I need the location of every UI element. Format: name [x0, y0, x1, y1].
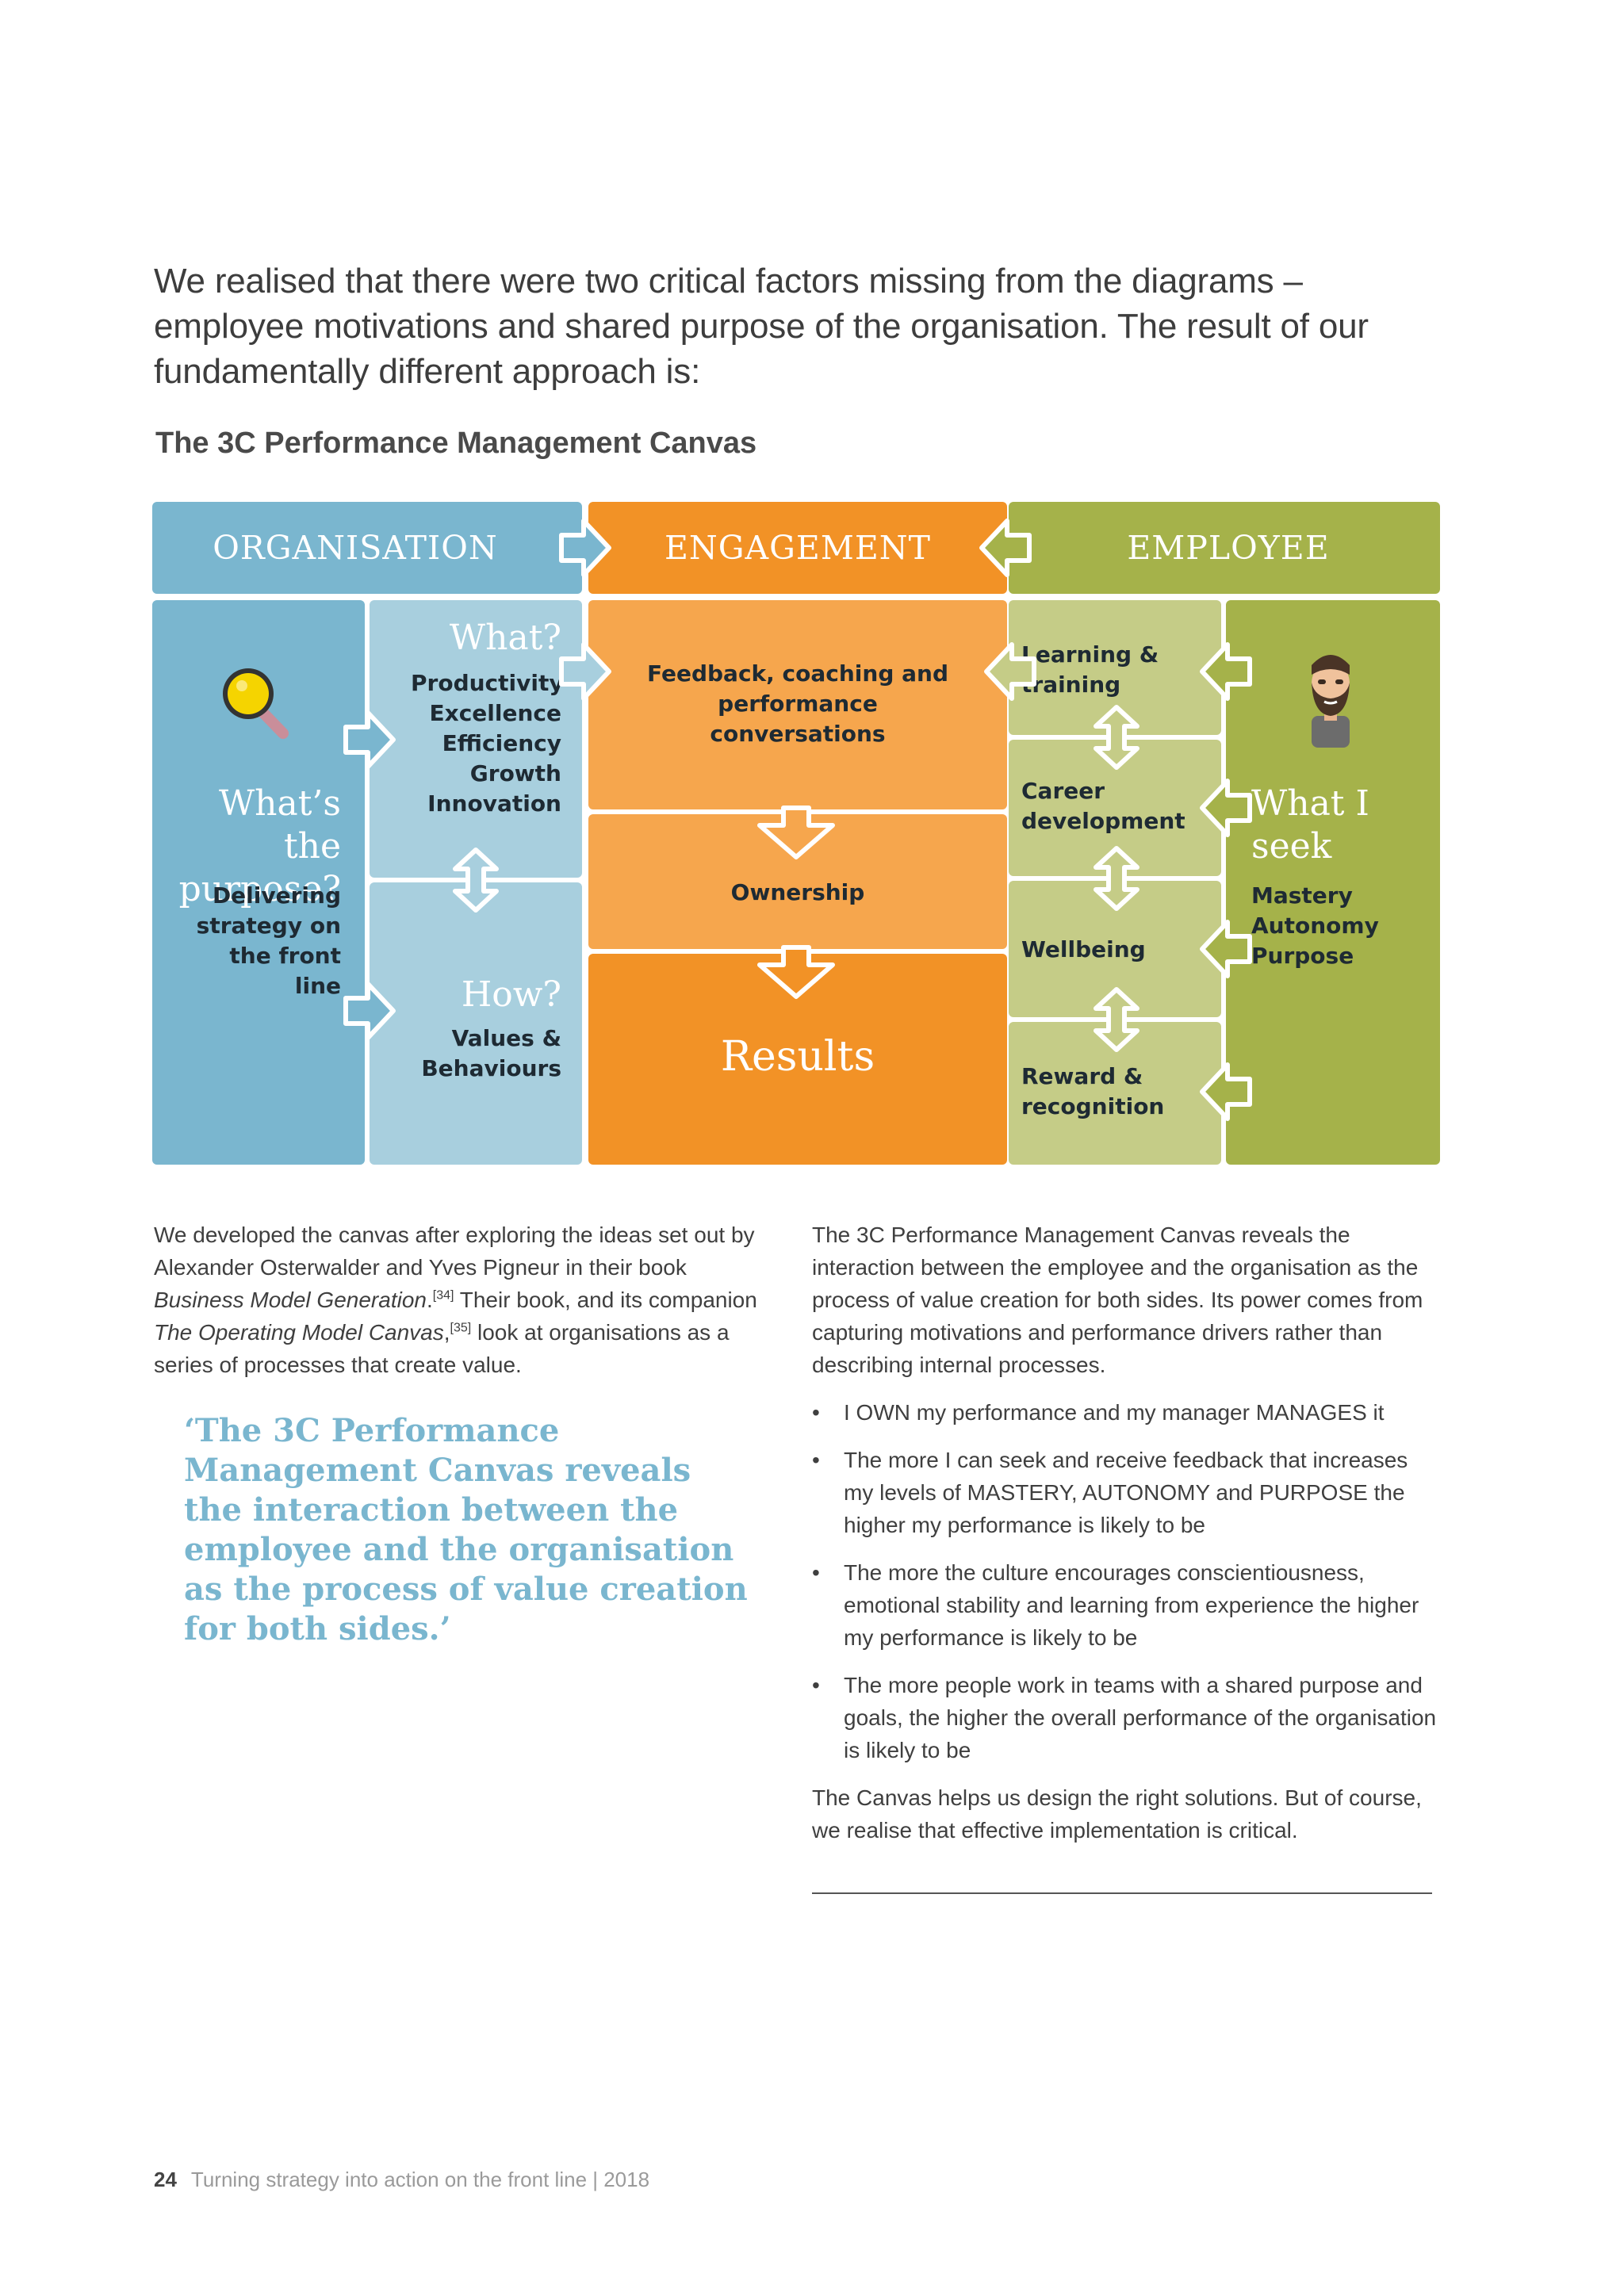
arrow-overlay [152, 502, 1440, 1165]
bullet-item: The more people work in teams with a sha… [812, 1669, 1438, 1766]
bullet-item: The more the culture encourages conscien… [812, 1556, 1438, 1654]
page-footer: 24 Turning strategy into action on the fr… [154, 2168, 649, 2192]
book-title-operating-model-canvas: The Operating Model Canvas [154, 1320, 444, 1345]
reference-35[interactable]: [35] [450, 1322, 472, 1335]
right-paragraph-1: The 3C Performance Management Canvas rev… [812, 1219, 1438, 1381]
down-arrow-icon [760, 947, 833, 997]
left-arrow-icon [1202, 781, 1250, 835]
up-down-arrow-icon [455, 850, 496, 910]
reference-34[interactable]: [34] [433, 1289, 454, 1303]
bullet-item: The more I can seek and receive feedback… [812, 1444, 1438, 1541]
page-number: 24 [154, 2168, 177, 2191]
left-arrow-icon [1202, 645, 1250, 698]
pull-quote: ‘The 3C Performance Management Canvas re… [184, 1411, 755, 1649]
right-arrow-icon [346, 984, 393, 1038]
bullet-item: I OWN my performance and my manager MANA… [812, 1396, 1438, 1429]
book-title-business-model-generation: Business Model Generation [154, 1288, 427, 1312]
left-arrow-icon [986, 645, 1034, 698]
right-arrow-icon [561, 521, 609, 575]
up-down-arrow-icon [1096, 848, 1137, 909]
up-down-arrow-icon [1096, 989, 1137, 1050]
left-paragraph: We developed the canvas after exploring … [154, 1219, 780, 1381]
divider-rule [812, 1892, 1432, 1894]
bullet-list: I OWN my performance and my manager MANA… [812, 1396, 1438, 1766]
right-arrow-icon [561, 645, 609, 698]
down-arrow-icon [760, 808, 833, 857]
left-arrow-icon [1202, 922, 1250, 976]
intro-paragraph: We realised that there were two critical… [154, 258, 1423, 394]
right-column: The 3C Performance Management Canvas rev… [812, 1219, 1438, 1846]
up-down-arrow-icon [1096, 707, 1137, 767]
right-paragraph-2: The Canvas helps us design the right sol… [812, 1781, 1438, 1846]
left-arrow-icon [1202, 1065, 1250, 1119]
right-arrow-icon [346, 713, 393, 767]
performance-canvas-diagram: ORGANISATION ENGAGEMENT EMPLOYEE What’s … [152, 502, 1440, 1165]
footer-text: Turning strategy into action on the fron… [191, 2168, 649, 2191]
left-arrow-icon [982, 521, 1029, 575]
canvas-title: The 3C Performance Management Canvas [155, 427, 756, 461]
